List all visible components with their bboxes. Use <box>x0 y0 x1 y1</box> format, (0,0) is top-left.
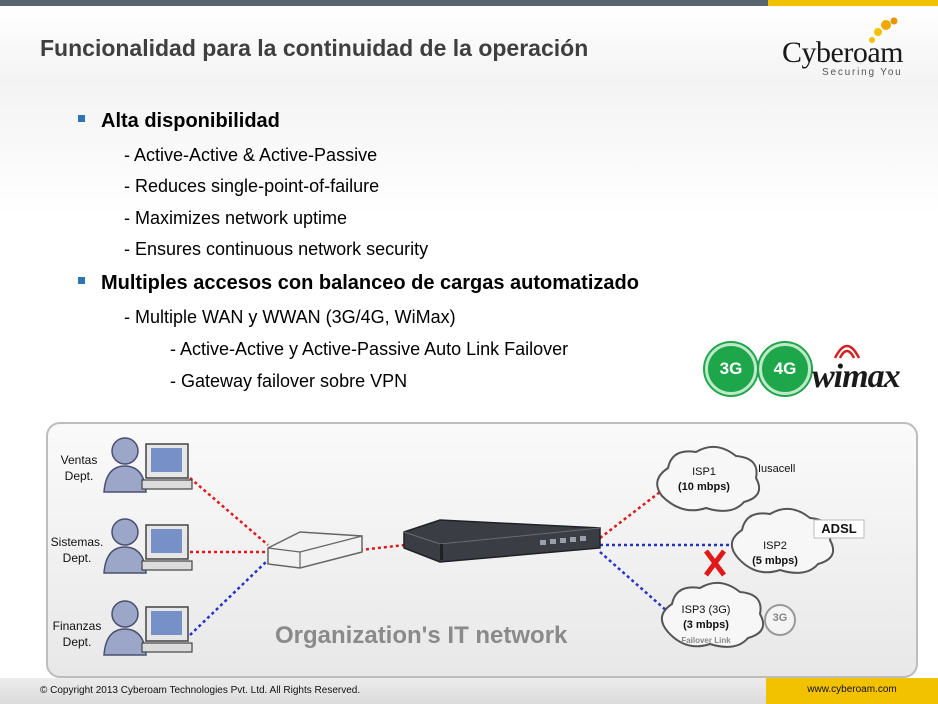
network-label: Organization's IT network <box>275 622 568 649</box>
bullet-square-icon <box>78 277 85 285</box>
bullet-label: Multiples accesos con balanceo de cargas… <box>101 272 639 294</box>
dept-name: Sistemas. <box>50 535 104 549</box>
slide-footer: © Copyright 2013 Cyberoam Technologies P… <box>0 678 938 704</box>
badge-3g: 3G <box>705 343 757 395</box>
cyberoam-appliance-icon <box>403 519 601 563</box>
bullet-square-icon <box>78 115 85 123</box>
logo-swirl-icon <box>869 17 898 43</box>
sub-item: - Maximizes network uptime <box>124 208 348 228</box>
slide-header: Funcionalidad para la continuidad de la … <box>0 6 938 81</box>
wimax-logo: wimax <box>812 358 901 395</box>
sub-item: - Reduces single-point-of-failure <box>124 176 380 196</box>
logo-tagline: Securing You <box>822 67 903 78</box>
dept-suffix: Dept. <box>62 551 92 565</box>
adsl-logo <box>813 519 865 539</box>
dept-label-sistemas: Sistemas. Dept. <box>46 534 108 566</box>
isp1-provider: Iusacell <box>758 463 796 475</box>
dept-name: Ventas <box>60 453 98 467</box>
isp-note: Failover Link <box>681 636 731 645</box>
link-ventas-switch <box>189 477 269 546</box>
link-isp1 <box>599 491 661 539</box>
sub-sub-item: - Gateway failover sobre VPN <box>170 371 408 391</box>
website-link[interactable]: www.cyberoam.com <box>766 678 938 704</box>
isp2-label: ISP2 (5 mbps) <box>745 539 805 569</box>
isp-name: ISP1 <box>692 466 716 478</box>
top-bar-accent <box>768 0 938 6</box>
isp-name: ISP3 (3G) <box>681 604 731 616</box>
slide-title: Funcionalidad para la continuidad de la … <box>40 35 589 61</box>
link-finanzas-switch <box>189 559 269 636</box>
isp3-cloud-icon <box>661 581 764 648</box>
bullet-label: Alta disponibilidad <box>101 110 280 132</box>
user-finanzas-icon <box>103 600 147 656</box>
dept-label-ventas: Ventas Dept. <box>52 452 106 484</box>
isp1-label: ISP1 (10 mbps) <box>672 465 736 495</box>
cyberoam-logo: Cyberoam Securing You <box>778 16 923 78</box>
copyright-text: © Copyright 2013 Cyberoam Technologies P… <box>40 685 361 696</box>
isp2-provider: ADSL <box>821 521 857 536</box>
isp-speed: (3 mbps) <box>683 619 729 631</box>
bullet-multiples-accesos: Multiples accesos con balanceo de cargas… <box>78 272 639 295</box>
link-isp3 <box>599 551 669 613</box>
user-sistemas-icon <box>103 518 147 574</box>
sub-item: - Active-Active & Active-Passive <box>124 145 378 165</box>
bullet-alta-disponibilidad: Alta disponibilidad <box>78 110 280 133</box>
isp-speed: (5 mbps) <box>752 555 798 567</box>
dept-suffix: Dept. <box>62 635 92 649</box>
isp-name: ISP2 <box>763 540 787 552</box>
computer-finanzas-icon <box>141 606 193 653</box>
isp-speed: (10 mbps) <box>678 481 730 493</box>
logo-text: Cyberoam <box>782 36 903 69</box>
wimax-signal-icon <box>833 344 861 359</box>
badge-4g: 4G <box>759 343 811 395</box>
computer-ventas-icon <box>141 443 193 490</box>
dept-suffix: Dept. <box>64 469 94 483</box>
dept-name: Finanzas <box>52 619 102 633</box>
top-bar <box>0 0 938 6</box>
sub-item: - Ensures continuous network security <box>124 239 429 259</box>
3g-small-badge <box>764 604 796 636</box>
link-switch-appliance <box>359 543 406 552</box>
sub-sub-item: - Active-Active y Active-Passive Auto Li… <box>170 339 569 359</box>
network-switch-icon <box>267 531 363 569</box>
user-ventas-icon <box>103 437 147 493</box>
isp1-cloud-icon <box>656 445 760 512</box>
link-failure-x-icon <box>704 549 726 577</box>
sub-item: - Multiple WAN y WWAN (3G/4G, WiMax) <box>124 307 456 327</box>
isp3-label: ISP3 (3G) (3 mbps) Failover Link <box>672 603 740 648</box>
isp3-provider: 3G <box>772 612 788 624</box>
dept-label-finanzas: Finanzas Dept. <box>48 618 106 650</box>
computer-sistemas-icon <box>141 524 193 571</box>
